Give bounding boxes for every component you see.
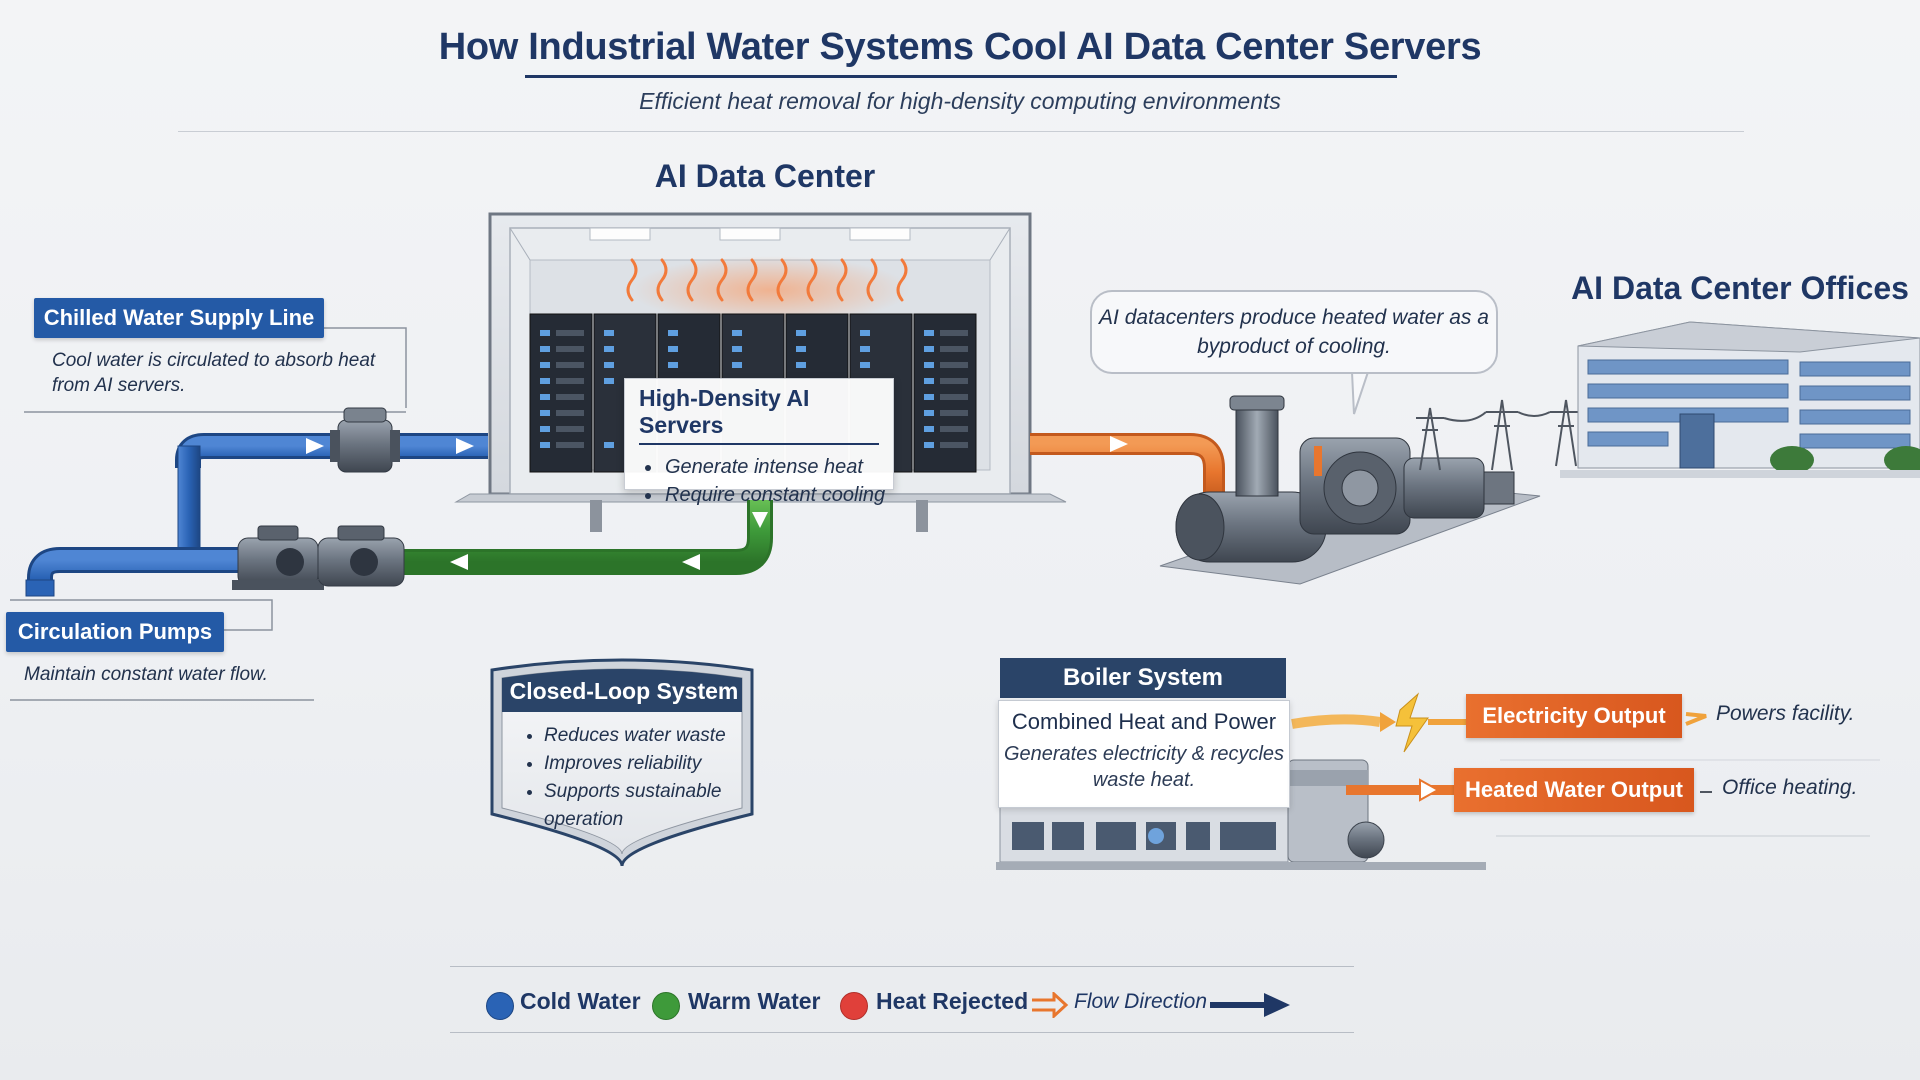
- electricity-output-note: Powers facility.: [1716, 702, 1855, 725]
- chp-description: Generates electricity & recycles waste h…: [1003, 743, 1285, 791]
- closed-loop-bullet: Reduces water waste: [544, 722, 750, 750]
- legend-flow-label: Flow Direction: [1074, 990, 1208, 1013]
- generator-machine: [1159, 395, 1541, 585]
- boiler-building: [996, 759, 1486, 870]
- heated-water-output-note: Office heating.: [1722, 776, 1858, 799]
- servers-card-title: High-Density AI Servers: [639, 385, 810, 438]
- title-underline: [525, 75, 1397, 78]
- power-towers: [1416, 399, 1582, 471]
- heat-waves: [626, 258, 908, 302]
- heated-water-output-tag: Heated Water Output: [1454, 768, 1694, 812]
- leader-lines: [10, 327, 407, 701]
- servers-bullet: Generate intense heat: [663, 453, 893, 481]
- chilled-supply-tag: Chilled Water Supply Line: [34, 298, 324, 338]
- closed-loop-list: Reduces water waste Improves reliability…: [520, 722, 750, 834]
- legend-cold-label: Cold Water: [520, 988, 641, 1014]
- servers-bullet: Require constant cooling: [663, 481, 893, 509]
- circulation-pumps-tag: Circulation Pumps: [6, 612, 224, 652]
- cold-water-pipes: [25, 433, 488, 597]
- closed-loop-bullet: Improves reliability: [544, 750, 750, 778]
- arrow-right-icon: [1210, 993, 1290, 1017]
- valve-top: [330, 407, 400, 473]
- electricity-output-tag: Electricity Output: [1466, 694, 1682, 738]
- flow-direction-icon: [1032, 992, 1069, 1018]
- circulation-pumps: [232, 525, 405, 590]
- legend-warm-label: Warm Water: [688, 988, 821, 1014]
- circulation-pumps-note: Maintain constant water flow.: [24, 664, 268, 685]
- heated-water-flow: [1346, 778, 1712, 802]
- bubble-tail: [1350, 371, 1370, 415]
- closed-loop-title: Closed-Loop System: [509, 678, 739, 704]
- data-center-label: AI Data Center: [654, 158, 876, 194]
- legend-heat-swatch: [840, 992, 868, 1020]
- closed-loop-shield: [490, 658, 754, 867]
- legend-rule-bottom: [450, 1032, 1354, 1033]
- boiler-system-title: Boiler System: [1000, 658, 1286, 698]
- heated-water-callout: AI datacenters produce heated water as a…: [1090, 290, 1498, 374]
- electricity-flow: [1291, 692, 1707, 753]
- legend-heat-label: Heat Rejected: [876, 988, 1029, 1014]
- chp-card: Combined Heat and Power Generates electr…: [998, 700, 1290, 808]
- page-subtitle: Efficient heat removal for high-density …: [639, 88, 1281, 114]
- closed-loop-bullet: Supports sustainable operation: [544, 778, 750, 834]
- servers-card-bullets: Generate intense heat Require constant c…: [625, 453, 893, 509]
- offices-label: AI Data Center Offices: [1571, 270, 1909, 306]
- servers-card-rule: [639, 443, 879, 445]
- heated-water-pipe: [1030, 433, 1225, 500]
- legend-rule-top: [450, 966, 1354, 967]
- chp-title: Combined Heat and Power: [1011, 709, 1277, 734]
- header-divider: [178, 131, 1744, 132]
- legend-cold-swatch: [486, 992, 514, 1020]
- office-building: [1560, 321, 1920, 478]
- legend-warm-swatch: [652, 992, 680, 1020]
- servers-card: High-Density AI Servers Generate intense…: [624, 378, 894, 506]
- warm-water-pipes: [400, 500, 773, 575]
- page-title: How Industrial Water Systems Cool AI Dat…: [438, 26, 1482, 68]
- chilled-supply-note: Cool water is circulated to absorb heat …: [52, 350, 376, 396]
